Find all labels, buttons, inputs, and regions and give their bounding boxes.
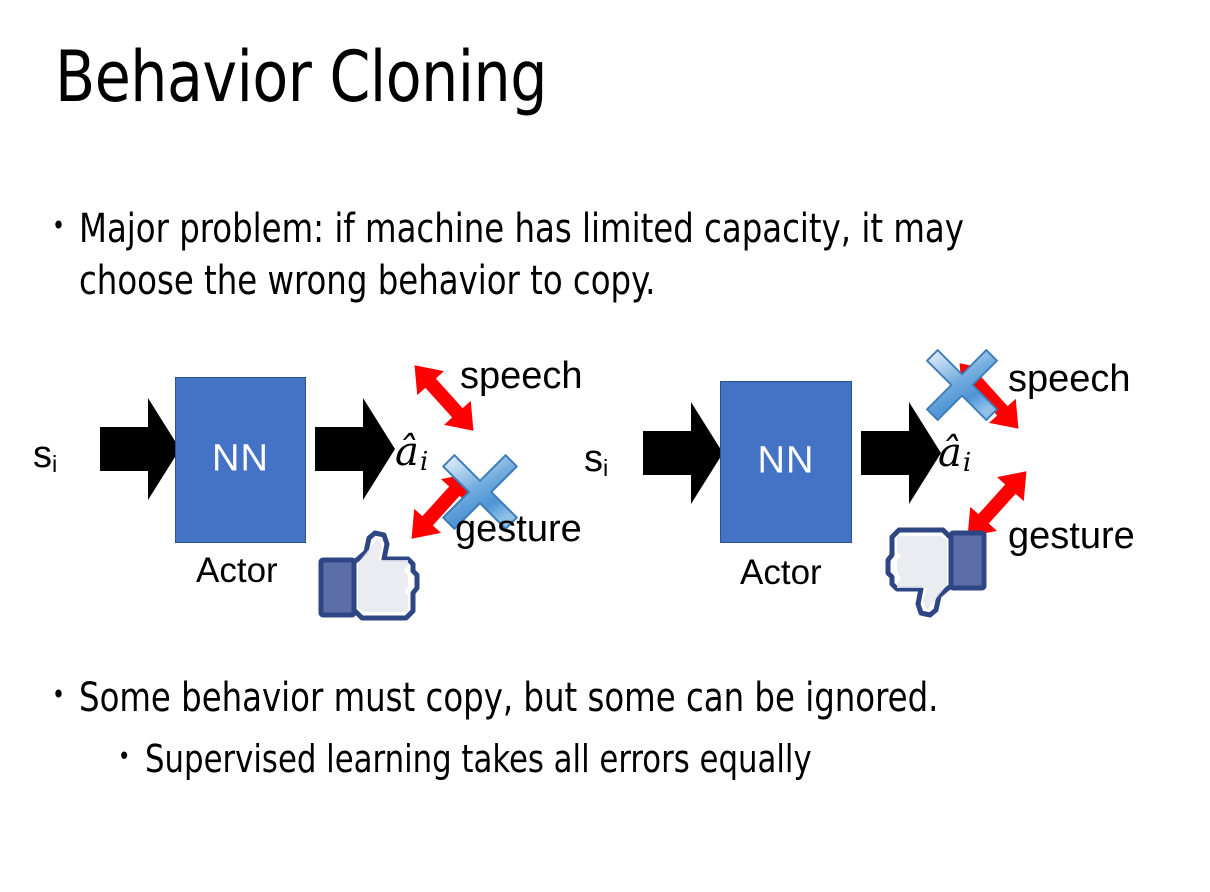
- input-arrow-right-icon: [643, 398, 723, 508]
- input-arrow-left-icon: [100, 394, 180, 504]
- input-state-subscript: i: [603, 455, 609, 482]
- output-action-symbol: â: [395, 429, 419, 475]
- input-state-symbol: s: [33, 434, 52, 476]
- actor-label-left: Actor: [196, 551, 278, 590]
- cross-out-x-left-icon: [440, 452, 520, 532]
- cross-out-x-right-icon: [924, 347, 1000, 423]
- actor-label-right: Actor: [740, 553, 822, 592]
- thumbs-up-icon: [318, 530, 423, 623]
- input-state-subscript: i: [52, 451, 58, 478]
- bullet-dot-icon: •: [118, 742, 131, 772]
- nn-box-right: NN: [720, 381, 852, 543]
- branch-arrow-gesture-right-icon: [952, 458, 1042, 550]
- bullet-bottom-level2: • Supervised learning takes all errors e…: [118, 735, 1108, 784]
- bullet-bottom-level1-text: Some behavior must copy, but some can be…: [79, 675, 939, 721]
- output-action-label-right: âi: [938, 430, 972, 479]
- nn-box-left: NN: [175, 377, 306, 543]
- branch-arrow-speech-left-icon: [399, 352, 489, 444]
- input-state-label-left: si: [33, 434, 57, 477]
- output-arrow-left-icon: [315, 394, 395, 504]
- diagram-right: si NN Actor âi: [560, 330, 1210, 640]
- bullet-dot-icon: •: [52, 211, 65, 242]
- bullet-top-text: Major problem: if machine has limited ca…: [79, 206, 964, 304]
- branch-label-gesture-right: gesture: [1008, 515, 1135, 557]
- nn-box-label-right: NN: [757, 439, 815, 482]
- branch-label-gesture-left: gesture: [455, 508, 582, 550]
- bullet-bottom-level2-text: Supervised learning takes all errors equ…: [145, 737, 812, 781]
- branch-label-speech-left: speech: [460, 355, 583, 397]
- bullet-top: • Major problem: if machine has limited …: [52, 203, 1060, 307]
- output-action-symbol: â: [938, 430, 962, 476]
- bullet-bottom-level1: • Some behavior must copy, but some can …: [52, 672, 1096, 724]
- thumbs-down-icon: [882, 525, 987, 618]
- branch-label-speech-right: speech: [1008, 358, 1131, 400]
- diagram-left: si NN Actor âi: [0, 330, 620, 640]
- input-state-label-right: si: [584, 438, 608, 481]
- output-action-subscript: i: [962, 447, 972, 479]
- output-action-label-left: âi: [395, 429, 429, 478]
- branch-arrow-gesture-left-icon: [396, 460, 486, 552]
- input-state-symbol: s: [584, 438, 603, 480]
- output-action-subscript: i: [419, 446, 429, 478]
- output-arrow-right-icon: [861, 398, 941, 508]
- page-title: Behavior Cloning: [55, 36, 547, 118]
- bullet-dot-icon: •: [52, 680, 65, 711]
- nn-box-label-left: NN: [212, 437, 269, 480]
